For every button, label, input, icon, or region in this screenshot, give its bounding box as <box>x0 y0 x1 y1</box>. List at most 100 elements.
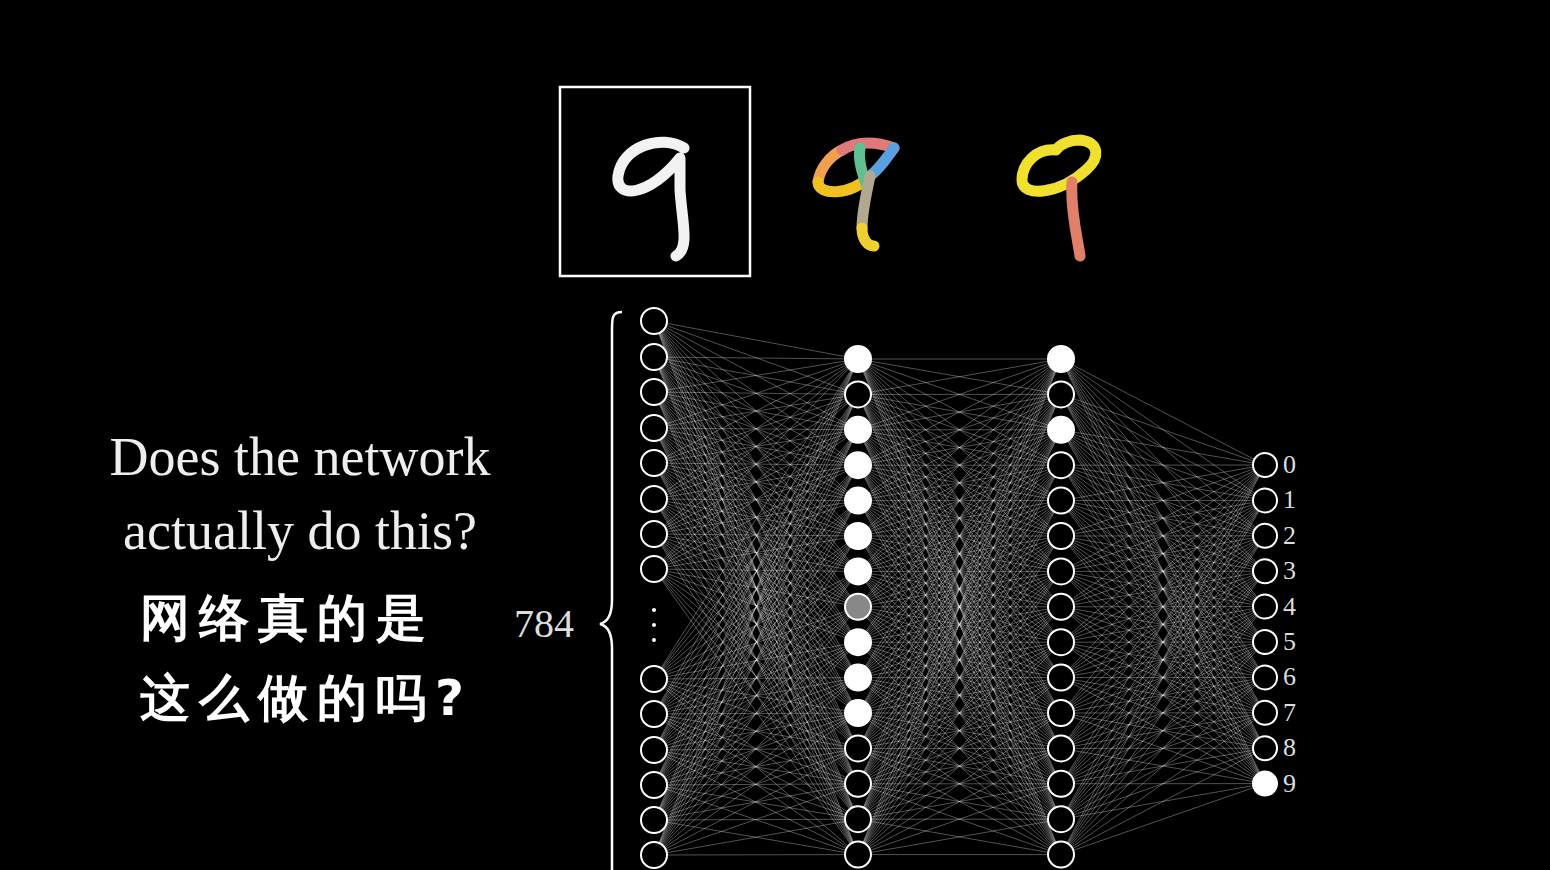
neuron <box>1253 524 1277 548</box>
weight-line <box>654 820 858 855</box>
weight-line <box>858 359 1061 394</box>
neuron <box>1048 346 1074 372</box>
weight-line <box>654 428 858 713</box>
neuron <box>641 701 667 727</box>
weight-line <box>858 359 1061 819</box>
output-digit: 5 <box>1283 627 1296 657</box>
weight-line <box>858 359 1061 501</box>
question-text-chinese: 网络真的是 这么做的吗? <box>140 578 540 738</box>
weight-line <box>858 571 1061 854</box>
weight-line <box>858 359 1061 360</box>
weight-line <box>654 321 858 465</box>
neuron <box>845 842 871 868</box>
neuron <box>1048 594 1074 620</box>
neuron <box>1253 595 1277 619</box>
input-count: 784 <box>514 600 574 647</box>
neuron <box>845 381 871 407</box>
weight-line <box>1061 465 1265 606</box>
neuron <box>1048 700 1074 726</box>
neuron <box>1253 772 1277 796</box>
weight-line <box>858 819 1061 854</box>
weight-line <box>654 536 858 569</box>
neuron <box>1048 452 1074 478</box>
neuron <box>1253 453 1277 477</box>
neuron <box>641 308 667 334</box>
weight-line <box>1061 359 1265 642</box>
weight-line <box>1061 430 1265 501</box>
weight-line <box>654 359 858 855</box>
weight-line <box>858 819 1061 854</box>
neuron <box>641 842 667 868</box>
weight-line <box>1061 465 1265 855</box>
weight-line <box>654 357 858 819</box>
neuron <box>1048 771 1074 797</box>
neuron <box>1253 630 1277 654</box>
weight-line <box>858 359 1061 819</box>
neuron <box>845 735 871 761</box>
neuron <box>641 450 667 476</box>
weight-line <box>858 678 1061 855</box>
weight-line <box>654 359 858 785</box>
weight-line <box>654 357 858 536</box>
weight-line <box>654 392 858 855</box>
output-digit: 4 <box>1283 592 1296 622</box>
weight-line <box>654 321 858 819</box>
weight-line <box>654 569 858 855</box>
weight-line <box>858 784 1061 855</box>
output-digit: 1 <box>1283 485 1296 515</box>
weight-line <box>858 748 1061 854</box>
weight-line <box>858 501 1061 855</box>
neuron <box>845 346 871 372</box>
weight-line <box>654 392 858 819</box>
image-frame <box>560 87 750 276</box>
weight-line <box>858 359 1061 642</box>
weight-line <box>1061 465 1265 466</box>
weight-line <box>654 394 858 855</box>
neuron <box>1253 736 1277 760</box>
weight-line <box>858 642 1061 854</box>
weight-line <box>1061 430 1265 748</box>
weight-line <box>1061 713 1265 855</box>
weight-line <box>1061 430 1265 642</box>
neuron <box>1048 735 1074 761</box>
weight-line <box>1061 465 1265 677</box>
weight-line <box>654 392 858 784</box>
weight-line <box>1061 465 1265 500</box>
weight-line <box>1061 359 1265 784</box>
weight-line <box>1061 430 1265 571</box>
neuron <box>845 806 871 832</box>
neuron <box>845 558 871 584</box>
weight-line <box>1061 430 1265 713</box>
weight-line <box>858 359 1061 430</box>
weight-line <box>858 359 1061 855</box>
output-digit: 3 <box>1283 556 1296 586</box>
digit-nine-images <box>618 140 1096 256</box>
weight-line <box>654 499 858 642</box>
neuron <box>641 415 667 441</box>
neuron <box>641 521 667 547</box>
weight-line <box>858 394 1061 854</box>
neuron <box>1253 701 1277 725</box>
neuron <box>845 629 871 655</box>
ellipsis-dots <box>652 608 656 642</box>
weight-line <box>858 465 1061 854</box>
weight-line <box>858 713 1061 855</box>
weight-line <box>654 571 858 855</box>
weight-line <box>1061 465 1265 501</box>
neuron <box>845 594 871 620</box>
neuron <box>641 666 667 692</box>
neuron <box>845 417 871 443</box>
weight-line <box>1061 748 1265 854</box>
output-digit: 8 <box>1283 733 1296 763</box>
layer-brace <box>600 312 622 870</box>
output-digit: 7 <box>1283 698 1296 728</box>
weight-line <box>858 713 1061 855</box>
weight-line <box>1061 677 1265 854</box>
neuron <box>1048 381 1074 407</box>
weight-line <box>858 359 1061 571</box>
neuron <box>845 452 871 478</box>
neuron <box>1048 806 1074 832</box>
neuron <box>641 737 667 763</box>
neuron <box>1048 417 1074 443</box>
weight-line <box>1061 394 1265 783</box>
